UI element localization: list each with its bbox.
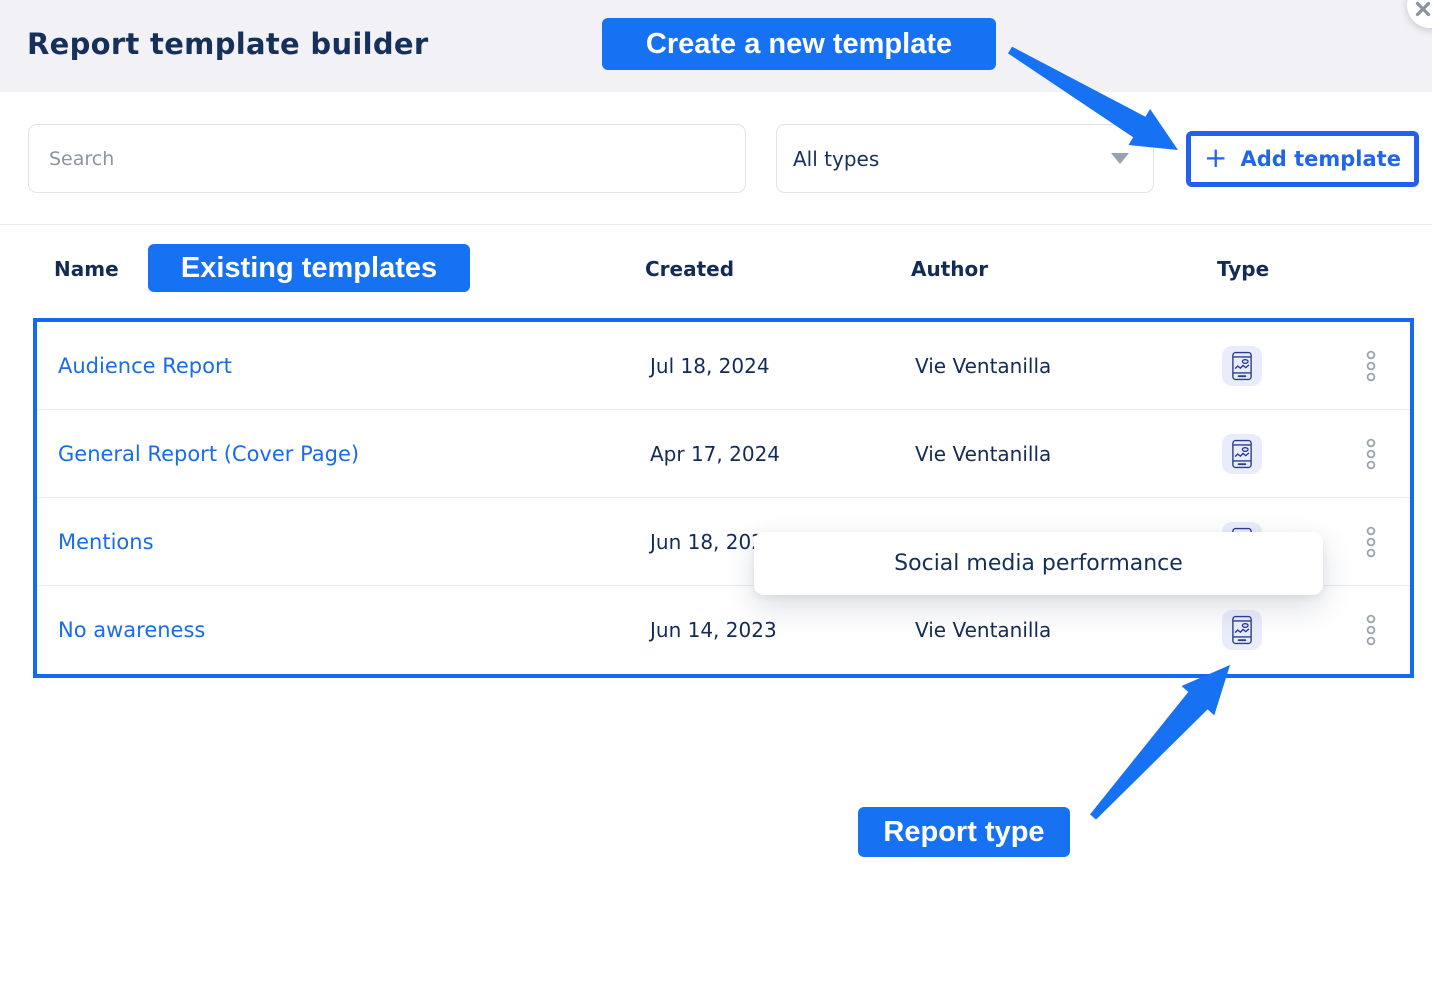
report-type-tooltip: Social media performance	[754, 532, 1323, 595]
add-template-button[interactable]: + Add template	[1191, 136, 1414, 182]
search-input[interactable]	[29, 125, 745, 192]
created-date: Jun 14, 2023	[650, 618, 777, 642]
author-name: Vie Ventanilla	[915, 618, 1052, 642]
templates-table: Audience Report Jul 18, 2024 Vie Ventani…	[33, 318, 1414, 678]
table-row: No awareness Jun 14, 2023 Vie Ventanilla	[37, 586, 1410, 674]
row-menu-button[interactable]	[1361, 609, 1381, 651]
mobile-report-icon	[1232, 439, 1252, 468]
report-type-chip[interactable]	[1222, 433, 1262, 474]
column-header-type: Type	[1217, 257, 1270, 281]
kebab-menu-icon	[1366, 438, 1376, 469]
chevron-down-icon	[1111, 153, 1129, 164]
mobile-report-icon	[1232, 351, 1252, 380]
section-divider	[0, 224, 1432, 225]
type-filter-dropdown[interactable]: All types	[776, 124, 1154, 193]
annotation-report-type: Report type	[858, 807, 1070, 857]
table-row: Audience Report Jul 18, 2024 Vie Ventani…	[37, 322, 1410, 410]
plus-icon: +	[1204, 140, 1228, 174]
template-name-link[interactable]: No awareness	[58, 618, 206, 642]
type-filter-value: All types	[793, 146, 880, 171]
column-header-author: Author	[911, 257, 989, 281]
created-date: Apr 17, 2024	[650, 441, 781, 466]
row-menu-button[interactable]	[1361, 345, 1381, 387]
template-name-link[interactable]: General Report (Cover Page)	[58, 441, 360, 466]
page-title: Report template builder	[27, 27, 429, 61]
search-box	[28, 124, 746, 193]
column-header-name: Name	[54, 257, 119, 281]
add-template-highlight-box: + Add template	[1186, 131, 1419, 187]
template-name-link[interactable]: Audience Report	[58, 353, 232, 378]
table-row: General Report (Cover Page) Apr 17, 2024…	[37, 410, 1410, 498]
kebab-menu-icon	[1366, 614, 1376, 646]
add-template-label: Add template	[1240, 147, 1401, 171]
kebab-menu-icon	[1366, 350, 1376, 381]
author-name: Vie Ventanilla	[915, 353, 1052, 378]
report-type-chip[interactable]	[1222, 345, 1262, 386]
close-icon	[1414, 0, 1432, 22]
kebab-menu-icon	[1366, 526, 1376, 557]
report-type-chip[interactable]	[1222, 610, 1262, 650]
row-menu-button[interactable]	[1361, 433, 1381, 475]
mobile-report-icon	[1232, 615, 1252, 645]
annotation-create-new-template: Create a new template	[602, 18, 996, 70]
column-header-created: Created	[645, 257, 735, 281]
annotation-arrow-to-report-type	[1090, 665, 1230, 820]
annotation-existing-templates: Existing templates	[148, 244, 470, 292]
template-name-link[interactable]: Mentions	[58, 529, 154, 554]
author-name: Vie Ventanilla	[915, 441, 1052, 466]
created-date: Jul 18, 2024	[650, 353, 770, 378]
row-menu-button[interactable]	[1361, 521, 1381, 563]
